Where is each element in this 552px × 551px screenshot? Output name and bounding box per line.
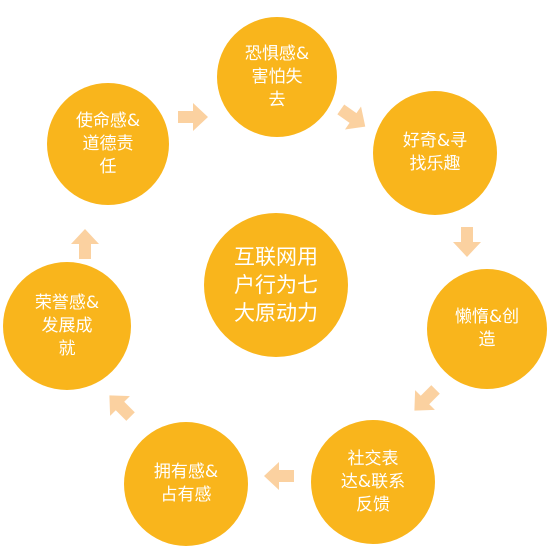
arrow-fear-to-curiosity-icon bbox=[333, 98, 374, 138]
node-laziness-label: 懒惰&创 造 bbox=[454, 307, 520, 350]
node-mission-label: 使命感& 道德责 任 bbox=[75, 110, 141, 177]
arrow-curiosity-to-laziness-icon bbox=[453, 227, 481, 257]
node-possession: 拥有感& 占有感 bbox=[124, 422, 248, 546]
node-fear-label: 恐惧感& 害怕失 去 bbox=[244, 43, 310, 110]
center-label: 互联网用 户行为七 大原动力 bbox=[234, 245, 318, 325]
node-possession-label: 拥有感& 占有感 bbox=[153, 462, 219, 505]
node-social: 社交表 达&联系 反馈 bbox=[311, 420, 435, 544]
node-fear: 恐惧感& 害怕失 去 bbox=[217, 17, 337, 137]
arrow-laziness-to-social-icon bbox=[404, 379, 445, 420]
node-laziness: 懒惰&创 造 bbox=[427, 269, 547, 389]
arrow-mission-to-fear-icon bbox=[178, 103, 208, 131]
node-honor: 荣誉感& 发展成 就 bbox=[3, 262, 131, 390]
arrow-honor-to-mission-icon bbox=[71, 229, 99, 259]
arrow-social-to-possession-icon bbox=[264, 462, 294, 490]
node-honor-label: 荣誉感& 发展成 就 bbox=[34, 292, 100, 359]
node-social-label: 社交表 达&联系 反馈 bbox=[340, 448, 406, 515]
arrow-possession-to-honor-icon bbox=[99, 385, 140, 426]
center-circle: 互联网用 户行为七 大原动力 bbox=[204, 213, 348, 357]
node-mission: 使命感& 道德责 任 bbox=[47, 83, 169, 205]
node-curiosity: 好奇&寻 找乐趣 bbox=[373, 91, 497, 215]
node-curiosity-label: 好奇&寻 找乐趣 bbox=[402, 131, 468, 174]
